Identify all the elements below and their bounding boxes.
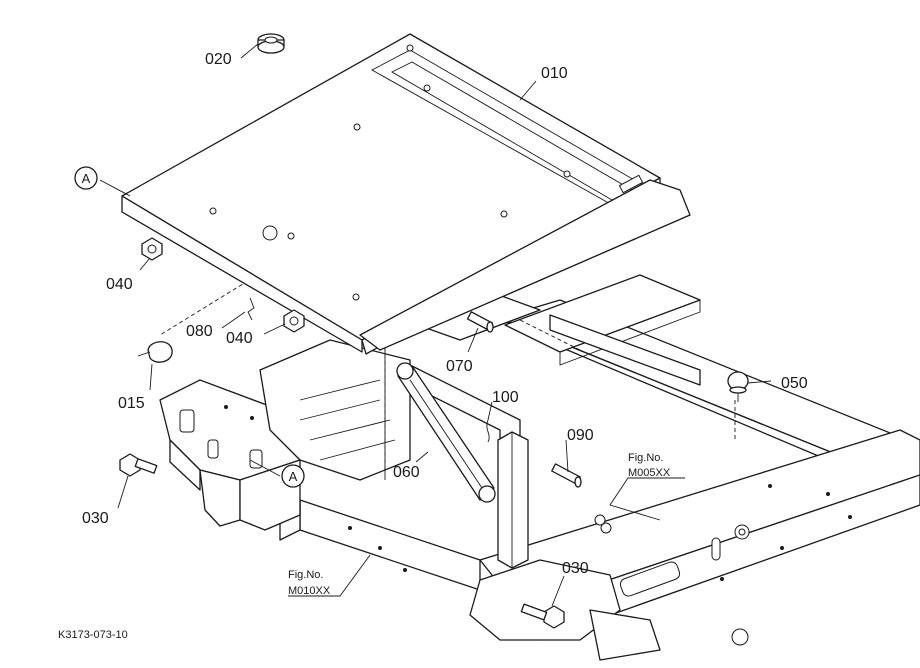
nut-part-040-lower	[283, 309, 305, 333]
svg-text:M010XX: M010XX	[288, 585, 331, 597]
callout-020: 020	[205, 51, 232, 68]
leader-lines	[99, 43, 772, 607]
pin-part-070	[466, 311, 494, 333]
callout-010: 010	[541, 65, 568, 82]
callout-labels: 020 010 040 080 040 015 030 050 070 100 …	[82, 51, 808, 577]
grommet-part-020	[257, 33, 285, 54]
callout-070: 070	[446, 358, 473, 375]
figure-reference-m010xx: Fig.No. M010XX	[288, 569, 331, 597]
svg-text:A: A	[82, 171, 91, 186]
callout-030-left: 030	[82, 510, 109, 527]
marker-a-top: A	[74, 166, 98, 190]
svg-text:A: A	[289, 469, 298, 484]
pin-part-080	[247, 297, 255, 321]
main-frame	[159, 160, 920, 661]
clamp-part-015	[137, 341, 173, 363]
bolt-part-030-right	[520, 603, 565, 629]
seat-pan-part-010	[121, 33, 691, 355]
callout-030-right: 030	[562, 560, 589, 577]
knob-part-050	[727, 371, 749, 402]
svg-text:M005XX: M005XX	[628, 467, 671, 479]
callout-040-lower: 040	[226, 330, 253, 347]
callout-060: 060	[393, 464, 420, 481]
figure-reference-m005xx: Fig.No. M005XX	[628, 452, 671, 479]
marker-a-bottom: A	[281, 464, 305, 488]
svg-text:Fig.No.: Fig.No.	[288, 569, 323, 581]
callout-080: 080	[186, 323, 213, 340]
pin-part-090	[551, 463, 582, 488]
nut-part-040-upper	[141, 237, 163, 261]
callout-100: 100	[492, 389, 519, 406]
bolt-part-030-left	[119, 453, 158, 477]
link-part-060	[396, 362, 496, 503]
callout-090: 090	[567, 427, 594, 444]
callout-050: 050	[781, 375, 808, 392]
drawing-code: K3173-073-10	[58, 629, 128, 641]
svg-text:Fig.No.: Fig.No.	[628, 452, 663, 464]
callout-015: 015	[118, 395, 145, 412]
callout-040-upper: 040	[106, 276, 133, 293]
clip-part-100	[486, 419, 490, 443]
